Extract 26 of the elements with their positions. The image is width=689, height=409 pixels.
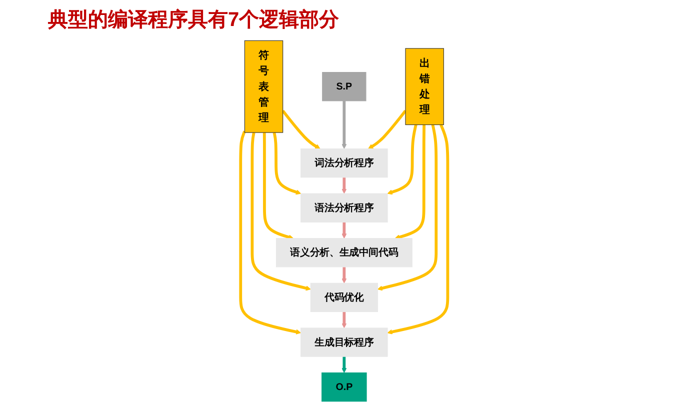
arrow bbox=[342, 266, 348, 284]
arrow bbox=[263, 132, 294, 240]
node-box: S.P bbox=[322, 72, 367, 102]
arrow bbox=[342, 356, 348, 373]
arrow bbox=[395, 124, 426, 240]
arrow bbox=[342, 222, 348, 239]
node-box: 出错处理 bbox=[406, 48, 444, 126]
node-box: O.P bbox=[322, 372, 368, 402]
title: 典型的编译程序具有7个逻辑部分 bbox=[48, 8, 340, 33]
arrow bbox=[388, 124, 450, 334]
node-box: 符号表管理 bbox=[244, 40, 284, 133]
node-box: 词法分析程序 bbox=[300, 148, 388, 178]
arrow bbox=[342, 177, 348, 194]
arrow bbox=[368, 110, 407, 149]
arrow bbox=[273, 132, 302, 195]
node-box: 语义分析、生成中间代码 bbox=[276, 238, 413, 268]
arrow bbox=[342, 312, 348, 328]
arrow bbox=[282, 110, 321, 149]
arrow bbox=[251, 132, 312, 291]
node-box: 语法分析程序 bbox=[300, 193, 388, 222]
node-box: 生成目标程序 bbox=[300, 328, 388, 357]
arrow bbox=[240, 130, 302, 334]
arrow bbox=[342, 100, 348, 149]
arrow bbox=[388, 124, 418, 195]
arrow bbox=[378, 124, 438, 291]
node-box: 代码优化 bbox=[310, 282, 378, 312]
